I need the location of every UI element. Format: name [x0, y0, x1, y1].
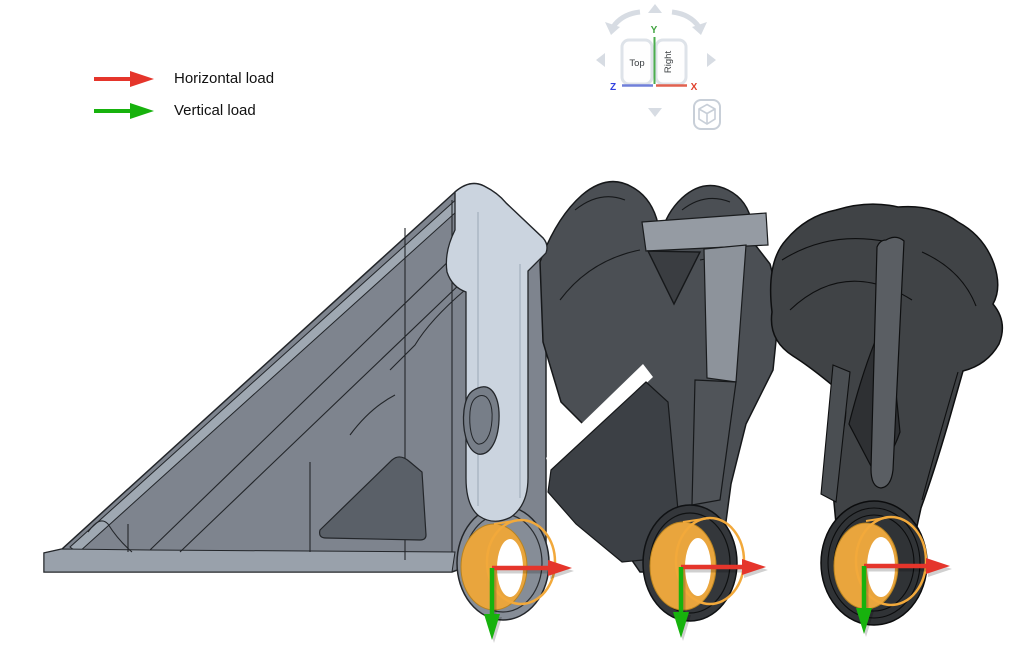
orbit-left-button[interactable]	[605, 9, 641, 35]
model-left-base-face	[43, 548, 456, 573]
model-middle-t-bar	[641, 212, 769, 252]
background-gap	[546, 364, 653, 472]
rotate-up-button[interactable]	[648, 4, 662, 13]
orbit-right-button[interactable]	[671, 9, 707, 35]
load-annotation-middle	[649, 516, 768, 641]
z-axis-label: Z	[610, 82, 616, 93]
legend-label-vertical-load: Vertical load	[174, 101, 256, 119]
view-face-right[interactable]: Right	[654, 38, 688, 86]
load-annotation-right	[833, 515, 952, 637]
legend: Horizontal load Vertical load	[88, 62, 274, 126]
legend-item-horizontal-load: Horizontal load	[88, 62, 274, 94]
highlight-top-edge	[682, 517, 711, 523]
rotate-right-button[interactable]	[707, 53, 716, 67]
view-face-right-label: Right	[663, 51, 674, 74]
vertical-load-arrow-icon	[94, 103, 154, 119]
model-right-detail-lines	[781, 238, 977, 501]
x-axis-label: X	[691, 82, 698, 93]
vertical-load-arrow	[673, 567, 689, 638]
legend-item-vertical-load: Vertical load	[88, 94, 274, 126]
view-face-top-label: Top	[629, 58, 644, 69]
view-face-top[interactable]: Top	[620, 38, 654, 86]
rotate-down-button[interactable]	[648, 108, 662, 117]
legend-label-horizontal-load: Horizontal load	[174, 69, 275, 87]
model-left-detail-lines	[87, 200, 466, 560]
highlight-top-edge	[493, 519, 522, 525]
model-left-teardrop-inner	[469, 395, 493, 445]
horizontal-load-arrow-icon	[94, 71, 154, 87]
isometric-cube-icon	[698, 103, 716, 125]
horizontal-load-arrow	[864, 558, 950, 574]
vertical-load-arrow	[856, 566, 872, 634]
model-middle-v-notch	[646, 250, 702, 306]
model-right-strut	[820, 364, 851, 503]
y-axis-label: Y	[651, 25, 658, 36]
model-middle-lower-arm	[691, 379, 737, 506]
rotate-left-button[interactable]	[596, 53, 605, 67]
model-right-lug-ring-outer	[827, 507, 921, 619]
vertical-load-arrow	[484, 568, 500, 640]
horizontal-load-arrow	[681, 559, 766, 575]
highlight-top-edge	[865, 516, 892, 522]
isometric-view-button[interactable]	[693, 99, 721, 130]
model-right-tube	[870, 236, 905, 489]
model-left-opening	[319, 456, 427, 541]
bracket-model-left[interactable]	[43, 182, 548, 573]
load-annotation-left	[460, 518, 574, 643]
model-left-arm-lines	[477, 212, 521, 506]
model-middle-detail-lines	[559, 196, 751, 301]
view-navigator: Top Right Y Z X	[596, 4, 721, 130]
horizontal-load-arrow	[492, 560, 572, 576]
